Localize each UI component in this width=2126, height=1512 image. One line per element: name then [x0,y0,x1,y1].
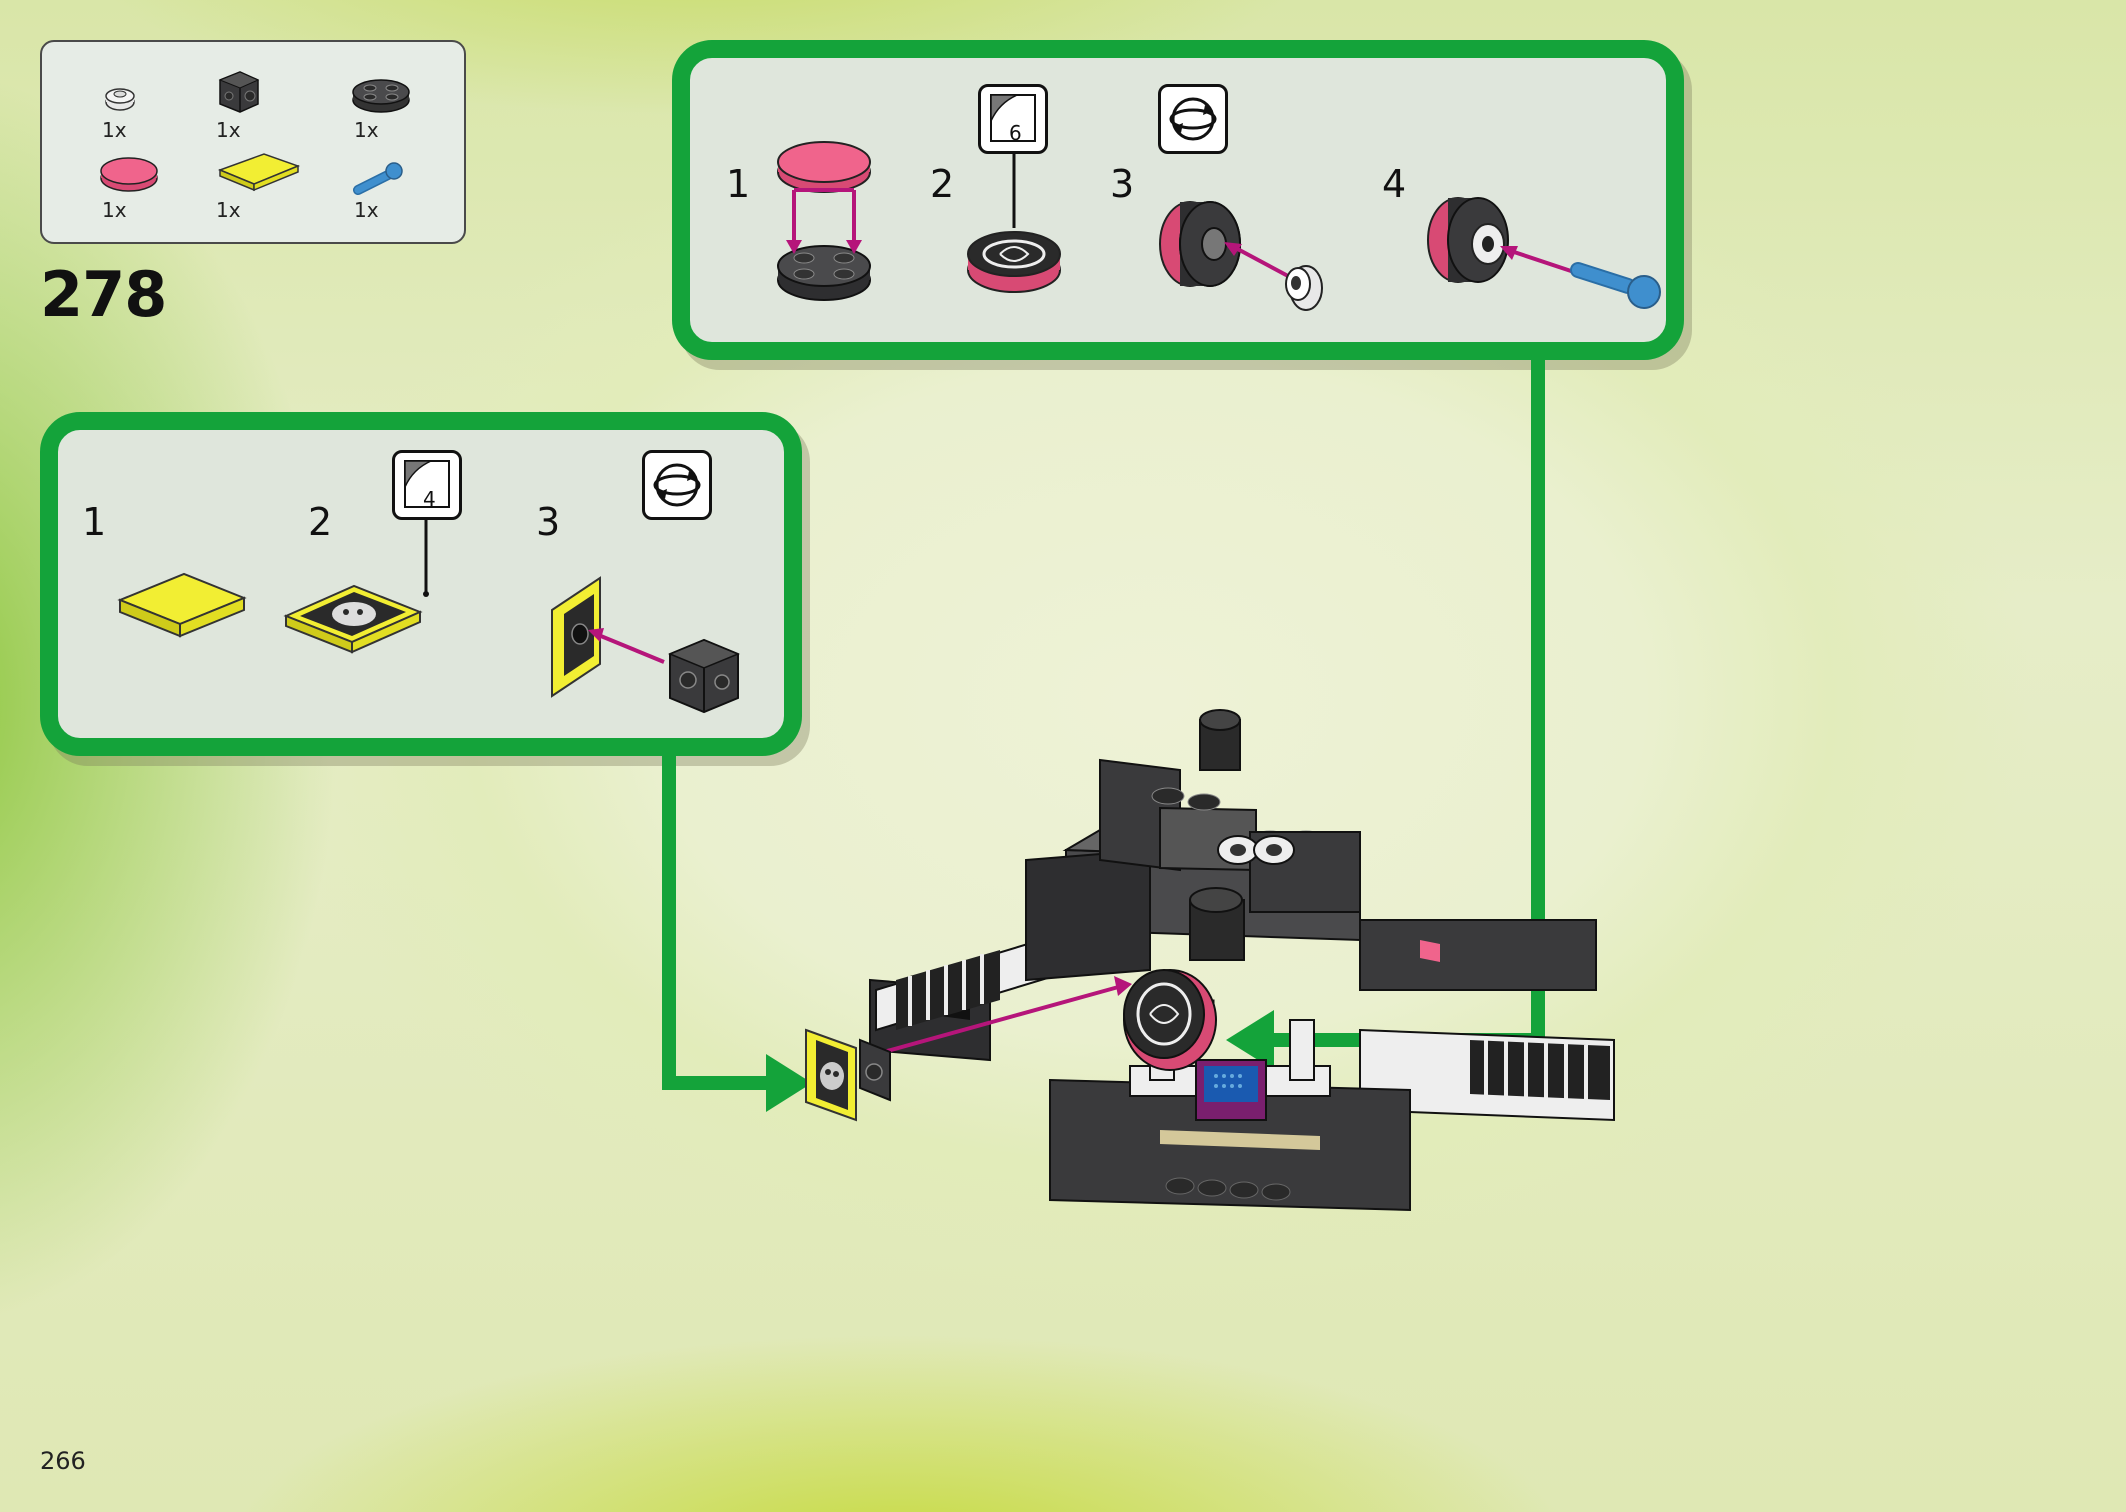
part-blue-bar [353,162,403,195]
main-model-illustration [805,709,1615,1212]
part-yellow-tile [217,153,301,192]
model-screen-dots [1214,1074,1242,1088]
part-qty-1: 1x [102,118,127,142]
sticker-icon: 4 [392,450,462,520]
part-qty-4: 1x [102,198,127,222]
part-dark-grey-round-plate [352,79,410,113]
illustration-round-tile-with-sticker [967,154,1061,293]
part-white-round-plate [105,88,135,111]
part-qty-5: 1x [216,198,241,222]
part-dark-grey-brick-1x1 [218,71,260,113]
part-qty-6: 1x [354,198,379,222]
rotate-icon [642,450,712,520]
sticker-number: 6 [1009,121,1022,145]
sticker-icon: 6 [978,84,1048,154]
part-pink-round-tile [100,157,158,192]
page-number: 266 [40,1447,86,1475]
illustration-attach-white-plate [1159,201,1323,311]
illustration-pink-tile-on-round-plate [777,141,871,301]
sub-step-number: 3 [1110,162,1135,206]
illustration-attach-blue-bar [1427,197,1661,309]
sub-step-number: 2 [308,500,333,544]
step-number: 278 [40,258,167,331]
subassembly-panel-top: 1 2 3 4 6 [672,40,1684,360]
part-qty-2: 1x [216,118,241,142]
piano-keys-left [896,950,1000,1030]
illustration-attach-yellow-tile-to-brick [551,576,740,714]
rotate-icon [1158,84,1228,154]
sub-step-number: 1 [82,500,107,544]
sticker-number: 4 [423,487,436,511]
illustration-yellow-tile [117,572,247,638]
sub-step-number: 3 [536,500,561,544]
piano-keys-right [1470,1040,1610,1101]
sub-step-number: 2 [930,162,955,206]
parts-list-box: 1x 1x 1x 1x 1x 1x [40,40,466,244]
sub-step-number: 4 [1382,162,1407,206]
illustration-yellow-tile-with-sticker [283,520,429,654]
sub-step-number: 1 [726,162,751,206]
subassembly-panel-left: 1 2 3 4 [40,412,802,756]
model-base-studs [1165,1177,1291,1201]
part-qty-3: 1x [354,118,379,142]
